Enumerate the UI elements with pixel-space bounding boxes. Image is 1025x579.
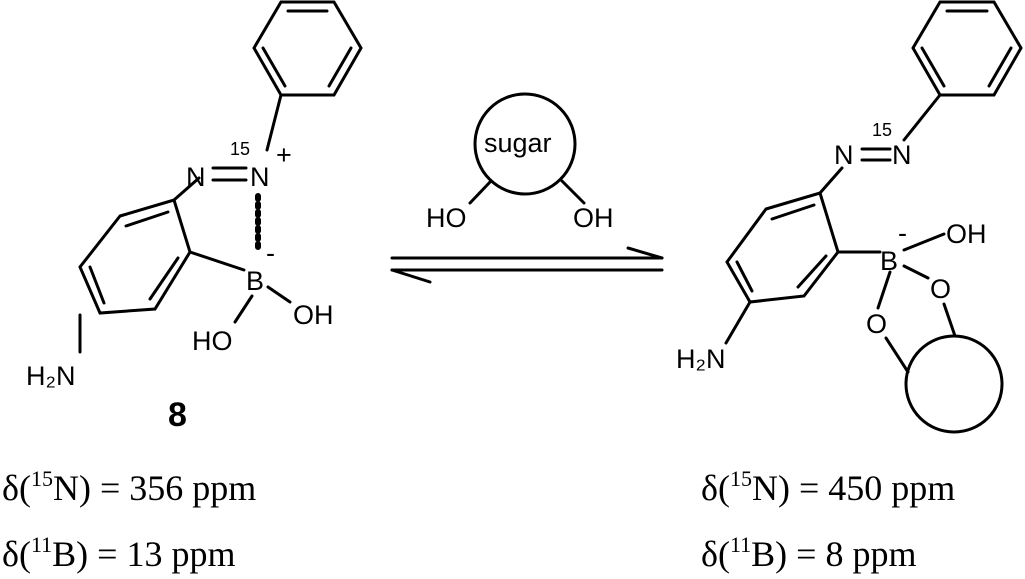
sugar-bond-right <box>560 179 586 205</box>
left-bond-ph-n <box>265 93 283 152</box>
right-bond-b-oh <box>902 232 946 252</box>
right-sugar-ring <box>904 334 1004 434</box>
right-benzene-core <box>725 191 840 304</box>
left-benzene-core <box>78 198 192 315</box>
right-charge-minus: - <box>898 218 907 248</box>
right-phenyl-ring <box>911 0 1023 97</box>
left-ho-left: HO <box>192 326 233 356</box>
sugar-label: sugar <box>484 128 552 158</box>
left-oh-right: OH <box>293 300 334 330</box>
left-bond-ring-b <box>188 250 246 272</box>
forward-arrow-head <box>626 246 664 260</box>
right-nmr-n: δ(15N) = 450 ppm <box>701 466 955 508</box>
right-isotope-mass: 15 <box>872 120 892 140</box>
left-amine: H₂N <box>26 361 75 391</box>
right-n-azo: N <box>834 140 854 170</box>
reverse-arrow-head <box>390 268 432 284</box>
left-bond-b-ho <box>233 294 254 324</box>
right-o-upper: O <box>930 274 951 304</box>
left-phenyl-ring <box>252 0 363 97</box>
right-bond-o-ring-lower <box>884 336 910 374</box>
right-o-lower: O <box>866 309 887 339</box>
right-bond-b-o-lower <box>876 270 892 310</box>
left-nmr-b: δ(11B) = 13 ppm <box>2 532 235 574</box>
left-charge-plus: + <box>276 140 292 170</box>
right-molecule: N N 15 B - OH O O H₂N <box>676 0 1023 434</box>
right-nmr-b: δ(11B) = 8 ppm <box>701 532 916 574</box>
left-boron: B <box>246 266 264 296</box>
right-bond-ring-n <box>818 166 844 195</box>
right-bond-ph-n <box>902 93 942 142</box>
compound-label: 8 <box>168 396 187 434</box>
right-boron: B <box>880 246 898 276</box>
left-nmr-n: δ(15N) = 356 ppm <box>2 466 256 508</box>
right-n15: N <box>892 140 912 170</box>
sugar-oh-right: OH <box>573 203 614 233</box>
left-bond-ring-n <box>172 176 201 202</box>
right-oh: OH <box>946 219 987 249</box>
right-bond-ring-nh2 <box>724 300 752 345</box>
sugar-oh-left: HO <box>426 203 467 233</box>
left-bond-b-oh <box>266 285 292 304</box>
left-charge-minus: - <box>266 238 275 268</box>
right-bond-o-ring-upper <box>942 302 957 338</box>
left-nmr-data: δ(15N) = 356 ppm δ(11B) = 13 ppm <box>2 466 256 574</box>
left-n15: N <box>250 162 270 192</box>
equilibrium-arrows <box>390 246 664 284</box>
sugar-reagent: sugar HO OH <box>426 92 614 233</box>
left-isotope-mass: 15 <box>230 139 250 159</box>
right-amine: H₂N <box>676 344 725 374</box>
right-nmr-data: δ(15N) = 450 ppm δ(11B) = 8 ppm <box>701 466 955 574</box>
right-bond-b-o-upper <box>902 264 930 280</box>
sugar-ring <box>473 92 577 196</box>
left-molecule: N N 15 + B - OH HO H₂N 8 <box>26 0 363 434</box>
sugar-bond-left <box>468 179 493 205</box>
